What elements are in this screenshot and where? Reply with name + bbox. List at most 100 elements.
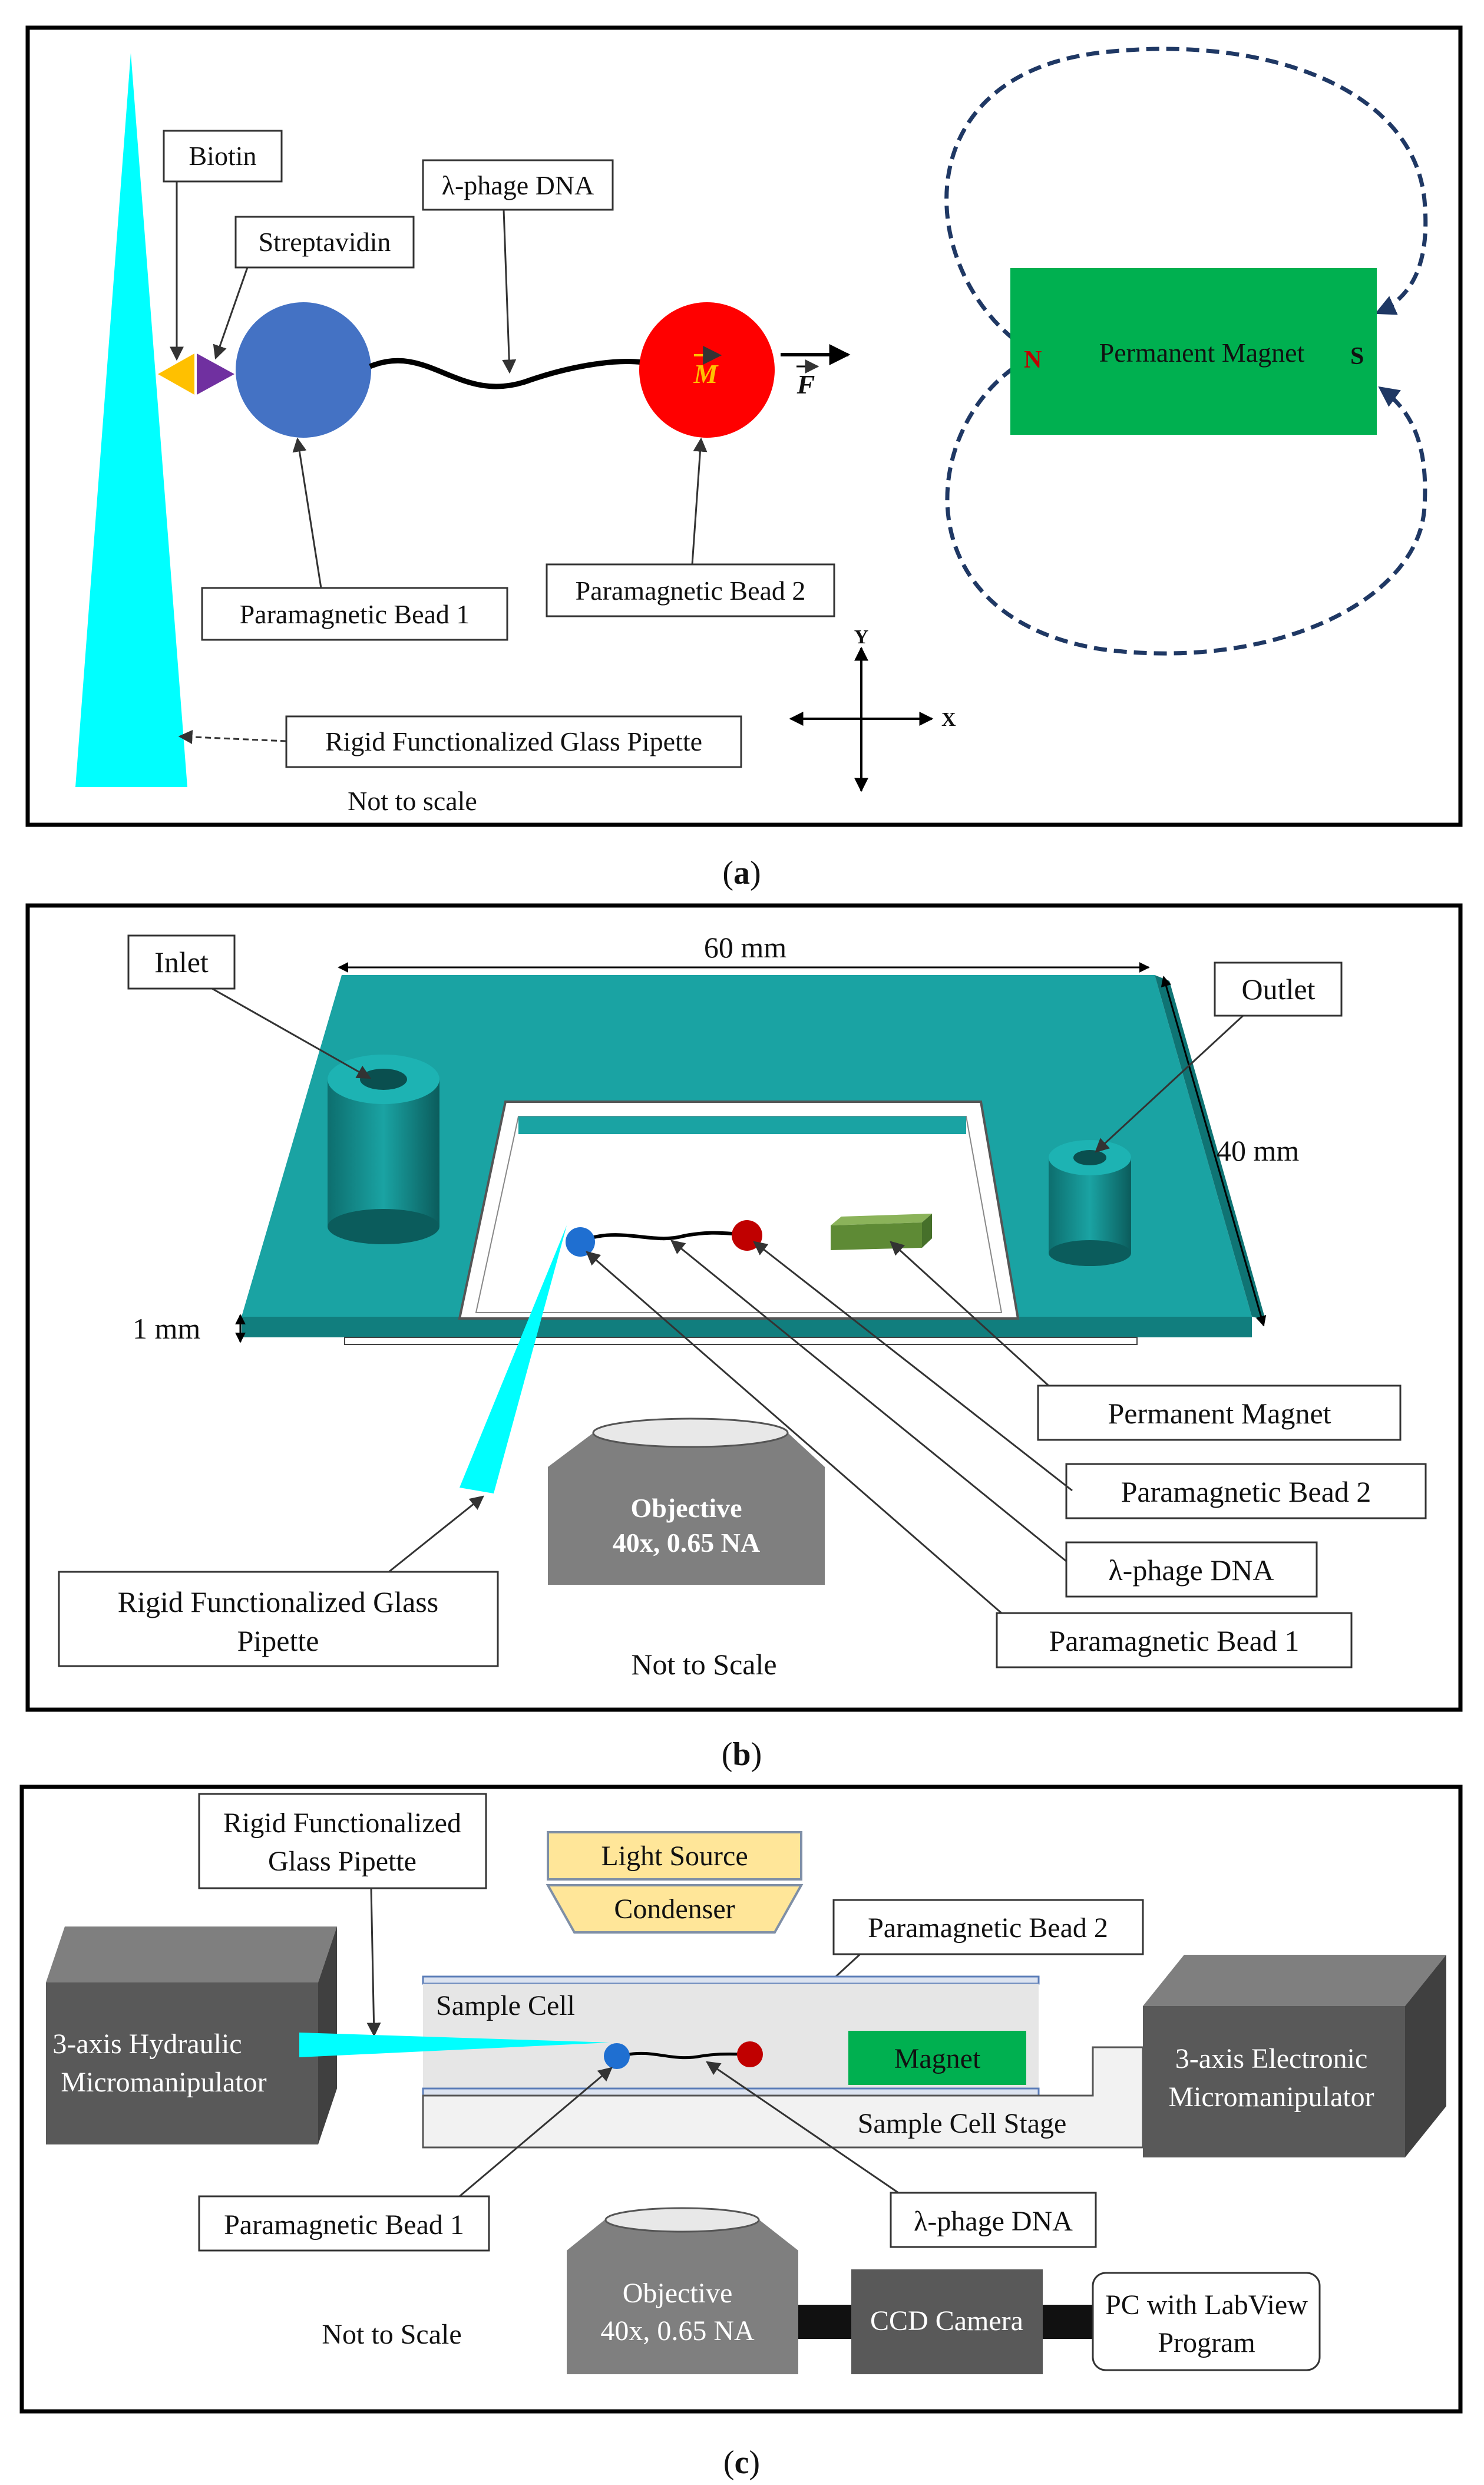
c-bead2-label: Paramagnetic Bead 2 bbox=[868, 1912, 1108, 1944]
pole-s-label: S bbox=[1350, 343, 1364, 370]
bead2-label: Paramagnetic Bead 2 bbox=[576, 576, 806, 606]
chip-magnet bbox=[831, 1214, 932, 1250]
chip-bead2-label: Paramagnetic Bead 2 bbox=[1121, 1475, 1371, 1508]
outlet-label: Outlet bbox=[1242, 973, 1316, 1006]
y-axis-label: Y bbox=[854, 626, 869, 648]
chip-bead1-leader bbox=[586, 1251, 1002, 1614]
dna-leader bbox=[502, 209, 517, 374]
c-magnet bbox=[848, 2031, 1026, 2085]
bead1-label-box bbox=[201, 587, 508, 641]
electronic-micromanipulator bbox=[1143, 1955, 1446, 2157]
chip-pipette-label-line2: Pipette bbox=[237, 1624, 319, 1657]
chip-bead1-label-box bbox=[996, 1612, 1353, 1668]
c-pipette-label-line2: Glass Pipette bbox=[268, 1846, 417, 1877]
outlet-leader bbox=[1095, 1015, 1244, 1153]
c-bead-1 bbox=[604, 2043, 630, 2069]
panel-c-scale-note: Not to Scale bbox=[322, 2319, 461, 2350]
ccd-pc-connector bbox=[1043, 2305, 1093, 2339]
microfluidic-chip-edge bbox=[242, 1317, 1252, 1337]
c-bead2-label-box bbox=[832, 1899, 1144, 1955]
inlet-label: Inlet bbox=[154, 946, 209, 979]
pc-line1: PC with LabView bbox=[1105, 2289, 1308, 2321]
objective-lens-b bbox=[548, 1417, 825, 1585]
chip-bead-2 bbox=[732, 1220, 762, 1251]
x-axis-label: X bbox=[941, 709, 956, 731]
dna-label-box bbox=[422, 159, 614, 211]
sample-cell-bottom-slide bbox=[422, 2087, 1040, 2097]
chip-bead1-label: Paramagnetic Bead 1 bbox=[1049, 1624, 1300, 1657]
dna-strand bbox=[369, 358, 643, 389]
chip-dna-label: λ-phage DNA bbox=[1108, 1554, 1274, 1587]
caption-b: (b) bbox=[722, 1736, 762, 1773]
bead2-label-box bbox=[546, 563, 835, 617]
c-dna-label-box bbox=[890, 2192, 1097, 2248]
chip-pipette-leader bbox=[388, 1495, 484, 1573]
light-source-label: Light Source bbox=[601, 1840, 748, 1872]
panel-a-scale-note: Not to scale bbox=[348, 786, 477, 816]
pipette-label-box bbox=[285, 715, 742, 768]
c-pipette bbox=[299, 2033, 610, 2057]
streptavidin-triangle bbox=[197, 353, 234, 395]
stage-label: Sample Cell Stage bbox=[858, 2108, 1067, 2139]
magnet-label-box bbox=[1037, 1384, 1402, 1441]
pipette-leader bbox=[178, 729, 287, 744]
chip-dna-label-box bbox=[1065, 1541, 1318, 1598]
c-bead1-label: Paramagnetic Bead 1 bbox=[224, 2209, 464, 2241]
chip-bead2-label-box bbox=[1065, 1463, 1427, 1519]
objective-ccd-connector bbox=[798, 2305, 851, 2339]
c-bead1-leader bbox=[459, 2067, 613, 2197]
outlet-label-box bbox=[1214, 961, 1343, 1017]
c-pipette-label-box bbox=[198, 1793, 487, 1889]
field-line-bottom bbox=[945, 366, 1427, 656]
bead2-leader bbox=[691, 437, 708, 565]
force-label: F bbox=[796, 369, 815, 399]
streptavidin-label: Streptavidin bbox=[259, 227, 391, 257]
chip-pipette-label-line1: Rigid Functionalized Glass bbox=[118, 1585, 438, 1618]
caption-a: (a) bbox=[722, 855, 761, 891]
magnet-label: Permanent Magnet bbox=[1099, 338, 1305, 368]
panel-a: M F Biotin Streptavidin λ-phage DNA Para… bbox=[25, 25, 1463, 827]
biotin-label: Biotin bbox=[189, 141, 256, 171]
inlet-leader bbox=[211, 987, 372, 1079]
magnetic-moment-label: M bbox=[693, 359, 719, 389]
chip-underside bbox=[344, 1337, 1138, 1345]
c-dna-leader bbox=[706, 2061, 899, 2194]
outlet-port bbox=[1049, 1140, 1131, 1266]
field-line-top bbox=[944, 47, 1428, 341]
hydraulic-line1: 3-axis Hydraulic bbox=[52, 2028, 242, 2060]
paramagnetic-bead-1 bbox=[236, 302, 371, 438]
light-source bbox=[547, 1831, 802, 1881]
magnet-leader bbox=[890, 1241, 1050, 1387]
chip-dna-leader bbox=[670, 1240, 1067, 1562]
condenser-label: Condenser bbox=[614, 1894, 735, 1925]
streptavidin-leader bbox=[213, 267, 249, 360]
chip-bead2-leader bbox=[753, 1241, 1073, 1492]
ccd-camera-label: CCD Camera bbox=[870, 2305, 1023, 2337]
panel-b-scale-note: Not to Scale bbox=[631, 1648, 776, 1681]
hydraulic-line2: Micromanipulator bbox=[61, 2067, 266, 2098]
inlet-label-box bbox=[127, 934, 236, 990]
electronic-line2: Micromanipulator bbox=[1168, 2081, 1374, 2113]
chip-pipette-label-box bbox=[58, 1571, 499, 1667]
panel-c: Rigid Functionalized Glass Pipette Light… bbox=[19, 1785, 1463, 2414]
c-dna bbox=[625, 2051, 749, 2060]
biotin-triangle bbox=[158, 353, 194, 395]
chip-dna bbox=[589, 1231, 744, 1241]
c-bead-2 bbox=[737, 2041, 763, 2067]
inlet-port bbox=[328, 1055, 439, 1244]
c-pipette-leader bbox=[366, 1888, 381, 2037]
streptavidin-label-box bbox=[234, 216, 415, 269]
panel-b: 60 mm 40 mm 1 mm Inlet Outlet Permanent … bbox=[25, 903, 1463, 1712]
c-bead1-label-box bbox=[198, 2195, 490, 2252]
depth-dimension bbox=[1161, 976, 1267, 1327]
pc-line2: Program bbox=[1158, 2327, 1255, 2358]
pole-n-label: N bbox=[1024, 346, 1042, 374]
biotin-label-box bbox=[163, 130, 283, 183]
electronic-line1: 3-axis Electronic bbox=[1175, 2043, 1368, 2074]
c-dna-label: λ-phage DNA bbox=[914, 2206, 1073, 2237]
width-dimension-label: 60 mm bbox=[704, 931, 786, 964]
dna-label: λ-phage DNA bbox=[442, 170, 594, 200]
objective-c-line2: 40x, 0.65 NA bbox=[600, 2315, 755, 2347]
bead1-leader bbox=[292, 437, 322, 589]
